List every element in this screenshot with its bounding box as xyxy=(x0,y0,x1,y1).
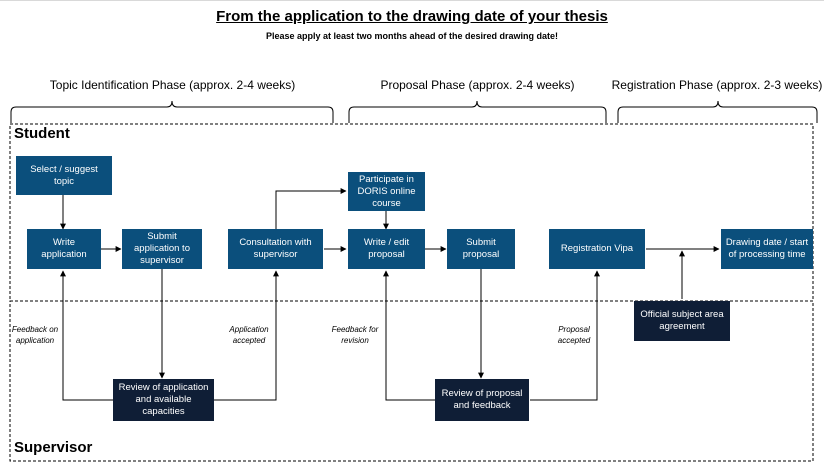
application-accepted-note: Application accepted xyxy=(229,325,269,345)
drawing-date-box: Drawing date / start of processing time xyxy=(721,229,813,269)
submit-proposal-box: Submit proposal xyxy=(447,229,515,269)
feedback-revision-note: Feedback for revision xyxy=(331,325,379,345)
phase-registration-brace xyxy=(617,100,818,123)
phase-topic-label: Topic Identification Phase (approx. 2-4 … xyxy=(49,78,296,92)
review-application-box: Review of application and available capa… xyxy=(113,379,214,421)
arrow-consult-to-doris xyxy=(275,188,347,229)
phase-proposal-brace xyxy=(348,100,607,123)
phase-topic-brace xyxy=(10,100,334,123)
arrow-review-feedback xyxy=(60,270,113,401)
phase-registration-label: Registration Phase (approx. 2-3 weeks) xyxy=(611,78,823,92)
doris-course-box: Participate in DORIS online course xyxy=(348,172,425,211)
arrow-review-proposal-accepted xyxy=(530,270,600,401)
select-topic-box: Select / suggest topic xyxy=(16,156,112,195)
student-lane xyxy=(9,123,814,302)
feedback-application-note: Feedback on application xyxy=(11,325,59,345)
consultation-box: Consultation with supervisor xyxy=(228,229,323,269)
page-subtitle: Please apply at least two months ahead o… xyxy=(265,31,559,41)
student-lane-label: Student xyxy=(14,125,70,142)
arrow-review-revision xyxy=(383,270,435,401)
registration-vipa-box: Registration Vipa xyxy=(549,229,645,269)
write-proposal-box: Write / edit proposal xyxy=(348,229,425,269)
phase-proposal-label: Proposal Phase (approx. 2-4 weeks) xyxy=(380,78,575,92)
page-title: From the application to the drawing date… xyxy=(216,8,608,25)
review-proposal-box: Review of proposal and feedback xyxy=(435,379,529,421)
supervisor-lane-label: Supervisor xyxy=(14,439,93,456)
submit-application-box: Submit application to supervisor xyxy=(122,229,202,269)
official-agreement-box: Official subject area agreement xyxy=(634,301,730,341)
top-rule xyxy=(0,0,824,1)
supervisor-lane xyxy=(9,300,814,462)
arrow-review-accepted xyxy=(214,270,279,401)
write-application-box: Write application xyxy=(27,229,101,269)
proposal-accepted-note: Proposal accepted xyxy=(557,325,591,345)
